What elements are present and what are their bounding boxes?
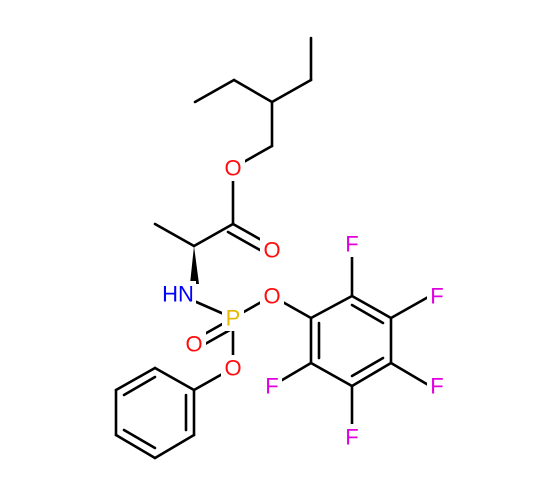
bond bbox=[389, 294, 432, 320]
fluorine-left: F bbox=[262, 373, 282, 399]
pentafluorophenyl-ring bbox=[270, 242, 432, 438]
atom-label: P bbox=[226, 306, 241, 331]
bond bbox=[389, 361, 432, 388]
bond bbox=[153, 433, 196, 460]
pentafluorophenoxy-oxygen: O bbox=[260, 283, 284, 309]
atom-label: HN bbox=[162, 282, 194, 307]
fluorine-upper-right: F bbox=[427, 283, 447, 309]
bond bbox=[153, 222, 196, 248]
atom-label: F bbox=[345, 232, 358, 257]
bond bbox=[193, 78, 236, 104]
bond bbox=[350, 356, 385, 378]
atom-label: O bbox=[224, 356, 241, 381]
atom-label: O bbox=[263, 284, 280, 309]
fluorine-top: F bbox=[342, 231, 362, 257]
phosphoryl-oxygen: O bbox=[182, 331, 206, 357]
atom-label: F bbox=[265, 374, 278, 399]
alanine-ester-group bbox=[153, 166, 274, 284]
amine-nitrogen: HN bbox=[160, 281, 196, 307]
atom-label: O bbox=[185, 332, 202, 357]
bond bbox=[192, 222, 235, 248]
bond bbox=[114, 366, 157, 392]
bond bbox=[270, 78, 313, 104]
ethylbutyl-group bbox=[193, 36, 313, 170]
fluorine-lower-right: F bbox=[427, 373, 447, 399]
phenyl-ring bbox=[114, 366, 235, 460]
fluorine-bottom: F bbox=[342, 424, 362, 450]
atom-label: F bbox=[430, 284, 443, 309]
carbonyl-oxygen: O bbox=[260, 237, 284, 263]
bond bbox=[350, 294, 393, 320]
bond bbox=[114, 433, 157, 460]
bond bbox=[309, 294, 354, 320]
bond bbox=[122, 375, 157, 397]
bond bbox=[350, 303, 385, 325]
ester-oxygen: O bbox=[221, 155, 245, 181]
atom-label: F bbox=[345, 425, 358, 450]
phosphorus: P bbox=[222, 305, 244, 331]
bond bbox=[350, 361, 393, 388]
atom-labels: O O HN P O O O F bbox=[160, 155, 447, 450]
bond bbox=[153, 366, 196, 392]
atom-label: O bbox=[263, 238, 280, 263]
bond bbox=[232, 78, 274, 104]
stereo-wedge-bond bbox=[190, 246, 199, 284]
bond bbox=[309, 361, 354, 388]
phenoxy-oxygen: O bbox=[221, 355, 245, 381]
atom-label: O bbox=[224, 156, 241, 181]
atom-label: F bbox=[430, 374, 443, 399]
bond bbox=[122, 428, 157, 450]
